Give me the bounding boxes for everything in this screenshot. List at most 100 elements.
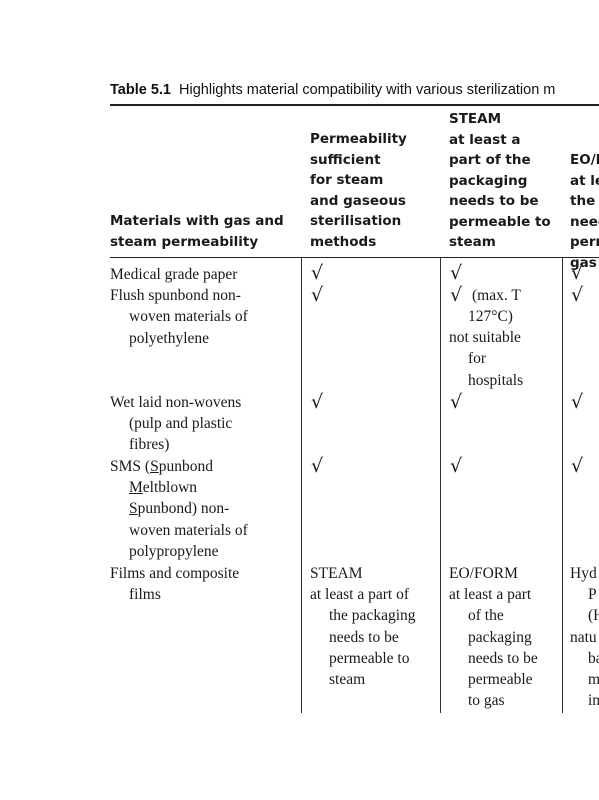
header-materials: Materials with gas and steam permeabilit… [110, 211, 284, 252]
header-eo-form: EO/F at le the p need perm gas [570, 150, 599, 273]
films-cell-line: in [588, 692, 599, 710]
text-run: M [129, 479, 143, 497]
materials-column: Medical grade paper Flush spunbond non- … [110, 264, 248, 349]
check-mark: √ [571, 262, 584, 284]
material-sms: SMS (Spunbond Meltblown Spunbond) non- w… [110, 456, 248, 562]
films-eo-form-cell: Hyd P (H natu ba m in [570, 563, 599, 711]
header-steam-line: at least a [449, 131, 521, 148]
text-run: eltblown [142, 479, 198, 497]
header-materials-line: Materials with gas and [110, 213, 284, 229]
header-permeability-line: sufficient [310, 151, 381, 168]
text-run: S [129, 500, 138, 518]
header-steam-line: steam [449, 234, 496, 250]
header-steam-line: packaging [449, 172, 528, 189]
films-cell-line: of the [468, 607, 504, 625]
text-run: punbond) non- [137, 500, 230, 518]
films-cell-line: natu [570, 628, 597, 646]
check-mark: √ [571, 284, 584, 306]
column-divider [301, 258, 302, 713]
material-films-line: films [129, 586, 161, 604]
material-sms-line: Spunbond) non- [110, 498, 248, 519]
steam-note-flush-spunbond: (max. T [472, 285, 521, 306]
text-run: SMS ( [110, 458, 151, 475]
header-steam: STEAM at least a part of the packaging n… [449, 109, 551, 253]
check-mark: √ [311, 262, 324, 284]
films-cell-line: steam [329, 671, 366, 689]
check-mark: √ [571, 455, 584, 477]
steam-note-line: 127°C) [468, 308, 513, 325]
material-medical-grade-paper: Medical grade paper [110, 266, 238, 283]
material-sms-line: polypropylene [129, 542, 219, 560]
films-cell-line: P [588, 586, 597, 604]
films-cell-line: at least a part of [310, 586, 409, 604]
header-permeability-line: and gaseous [310, 192, 406, 209]
material-sms-line: Meltblown [110, 477, 248, 498]
header-permeability-line: Permeability [310, 131, 407, 147]
header-eo-form-line: EO/F [570, 152, 599, 168]
films-cell-line: m [588, 671, 599, 689]
films-cell-line: (H [588, 607, 599, 625]
header-permeability: Permeability sufficient for steam and ga… [310, 129, 407, 252]
check-mark: √ [450, 284, 463, 306]
material-wet-laid-line: fibres) [129, 436, 170, 454]
table-number: Table 5.1 [110, 82, 171, 98]
films-cell-line: needs to be [468, 649, 538, 667]
top-rule [110, 104, 599, 106]
films-steam-cell: EO/FORM at least a part of the packaging… [449, 563, 538, 711]
material-sms-line: SMS (Spunbond [110, 456, 248, 477]
text-run: S [150, 458, 159, 475]
steam-note-line: hospitals [468, 371, 524, 389]
check-mark: √ [311, 284, 324, 306]
check-mark: √ [450, 262, 463, 284]
table-caption-text: Highlights material compatibility with v… [179, 82, 556, 98]
header-eo-form-line: perm [570, 234, 599, 250]
column-divider [562, 258, 563, 713]
films-cell-line: STEAM [310, 565, 363, 582]
steam-note-line: for [468, 350, 487, 368]
header-steam-line: needs to be [449, 193, 539, 209]
steam-note-line: (max. T [472, 287, 521, 304]
header-steam-line: part of the [449, 152, 531, 168]
header-eo-form-line: gas [570, 254, 597, 271]
material-films-line: Films and composite [110, 565, 240, 582]
material-sms-line: woven materials of [129, 521, 248, 539]
table-caption: Table 5.1 Highlights material compatibil… [110, 82, 555, 98]
films-cell-line: Hyd [570, 565, 597, 582]
check-mark: √ [450, 391, 463, 413]
check-mark: √ [311, 455, 324, 477]
material-flush-spunbond: Flush spunbond non- [110, 287, 241, 305]
header-rule [110, 257, 599, 258]
check-mark: √ [450, 455, 463, 477]
material-wet-laid-line: Wet laid non-wovens [110, 394, 242, 411]
material-flush-spunbond: woven materials of [129, 308, 248, 326]
column-divider [440, 258, 441, 713]
header-eo-form-line: at le [570, 172, 599, 189]
header-steam-line: STEAM [449, 111, 502, 127]
check-mark: √ [571, 391, 584, 413]
header-permeability-line: sterilisation [310, 213, 402, 229]
films-cell-line: needs to be [329, 628, 399, 646]
films-cell-line: the packaging [329, 607, 416, 625]
steam-note-line: not suitable [449, 329, 521, 347]
steam-note-flush-spunbond-rest: 127°C) not suitable for hospitals [449, 306, 523, 391]
films-permeability-cell: STEAM at least a part of the packaging n… [310, 563, 416, 690]
header-permeability-line: methods [310, 233, 377, 250]
material-flush-spunbond: polyethylene [129, 329, 210, 347]
films-cell-line: ba [588, 649, 599, 667]
material-films: Films and composite films [110, 563, 239, 605]
films-cell-line: EO/FORM [449, 565, 518, 582]
text-run: punbond [158, 458, 213, 475]
films-cell-line: permeable [468, 671, 533, 689]
films-cell-line: packaging [468, 628, 532, 646]
header-materials-line: steam permeability [110, 233, 259, 250]
films-cell-line: at least a part [449, 586, 532, 604]
header-eo-form-line: the p [570, 193, 599, 209]
header-steam-line: permeable to [449, 213, 551, 230]
header-eo-form-line: need [570, 213, 599, 230]
films-cell-line: to gas [468, 692, 505, 710]
header-permeability-line: for steam [310, 172, 384, 188]
material-wet-laid-line: (pulp and plastic [129, 415, 233, 433]
material-wet-laid: Wet laid non-wovens (pulp and plastic fi… [110, 392, 241, 456]
check-mark: √ [311, 391, 324, 413]
films-cell-line: permeable to [329, 649, 410, 667]
